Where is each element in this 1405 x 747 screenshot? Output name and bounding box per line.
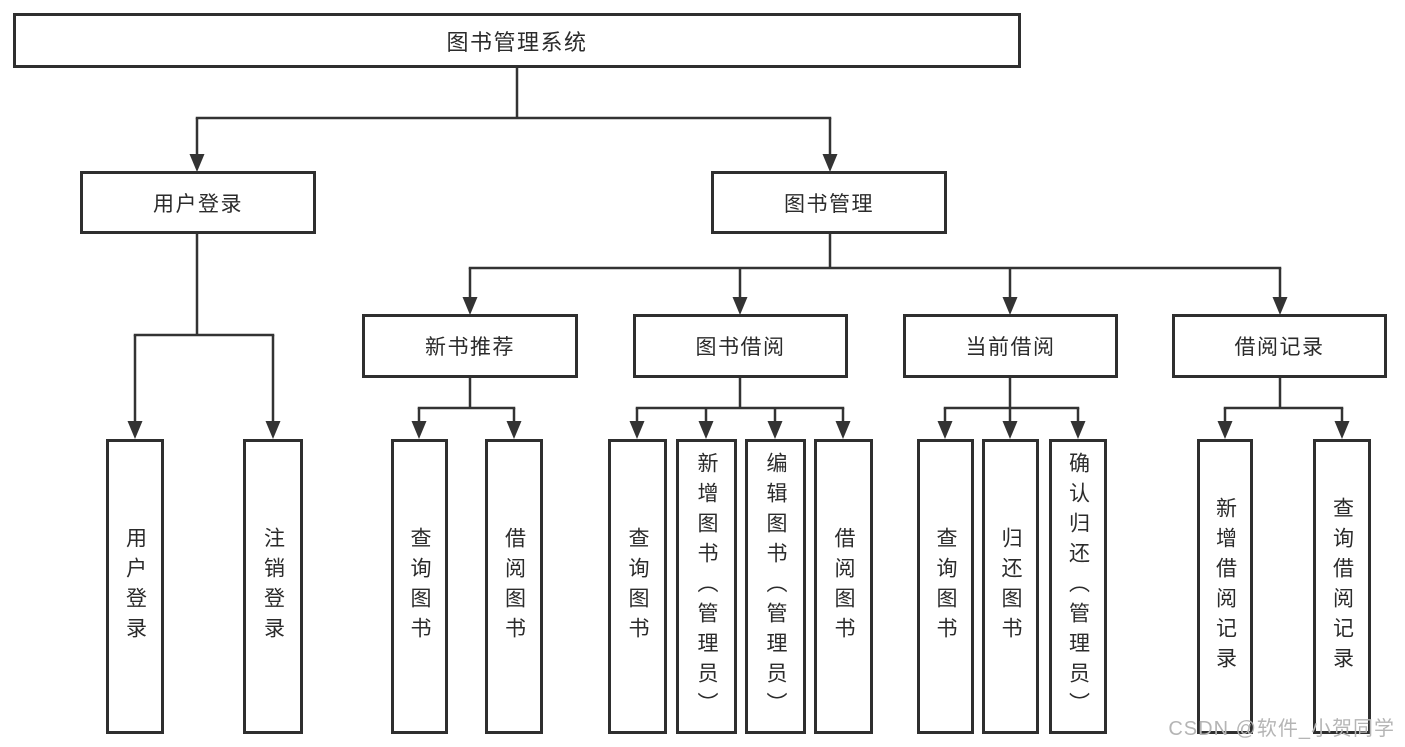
node-label: 新书推荐: [425, 336, 515, 359]
node-book-borrow: 图书借阅: [633, 314, 848, 378]
node-label: 借阅记录: [1234, 336, 1325, 359]
node-label: 图书管理: [784, 192, 874, 216]
watermark: CSDN @软件_小贺同学: [1168, 718, 1395, 740]
connector-book-mgmt-to-level3: [462, 234, 1288, 315]
leaf-current-query-books: 查询图书: [917, 439, 974, 734]
node-label: 注销登录: [261, 526, 285, 647]
node-label: 借阅图书: [832, 526, 855, 647]
connector-borrow-record-to-leaves: [1217, 378, 1350, 439]
leaf-logout: 注销登录: [243, 439, 303, 734]
leaf-recommend-borrow-books: 借阅图书: [485, 439, 543, 734]
connector-current-borrow-to-leaves: [937, 378, 1086, 439]
leaf-borrow-borrow-books: 借阅图书: [814, 439, 873, 734]
leaf-current-return-books: 归还图书: [982, 439, 1039, 734]
leaf-recommend-query-books: 查询图书: [391, 439, 448, 734]
node-book-management: 图书管理: [711, 171, 947, 234]
leaf-borrow-query-books: 查询图书: [608, 439, 667, 734]
node-root-library-system: 图书管理系统: [13, 13, 1021, 68]
node-user-login: 用户登录: [80, 171, 316, 234]
connector-user-login-to-leaves: [127, 234, 281, 439]
node-label: 编辑图书（管理员）: [764, 451, 787, 722]
leaf-record-query-borrow-record: 查询借阅记录: [1313, 439, 1371, 734]
node-label: 查询图书: [408, 526, 431, 647]
node-label: 查询图书: [626, 526, 649, 647]
node-label: 归还图书: [999, 526, 1022, 647]
node-new-book-recommend: 新书推荐: [362, 314, 578, 378]
leaf-borrow-add-books-admin: 新增图书（管理员）: [676, 439, 737, 734]
node-label: 借阅图书: [502, 526, 526, 647]
node-label: 查询借阅记录: [1330, 496, 1354, 677]
node-label: 确认归还（管理员）: [1066, 451, 1090, 722]
connector-root-to-level2: [189, 68, 838, 172]
leaf-record-add-borrow-record: 新增借阅记录: [1197, 439, 1253, 734]
node-label: 用户登录: [153, 192, 243, 216]
node-label: 图书借阅: [695, 336, 786, 359]
leaf-current-confirm-return-admin: 确认归还（管理员）: [1049, 439, 1107, 734]
connector-book-borrow-to-leaves: [629, 378, 851, 439]
node-label: 用户登录: [123, 526, 147, 647]
node-label: 查询图书: [934, 526, 957, 647]
node-label: 当前借阅: [965, 336, 1056, 359]
node-current-borrow: 当前借阅: [903, 314, 1118, 378]
node-label: 新增借阅记录: [1213, 496, 1237, 677]
node-label: 图书管理系统: [446, 29, 588, 55]
leaf-borrow-edit-books-admin: 编辑图书（管理员）: [745, 439, 806, 734]
node-label: 新增图书（管理员）: [695, 451, 718, 722]
connector-new-book-recommend-to-leaves: [411, 378, 522, 439]
leaf-user-login: 用户登录: [106, 439, 164, 734]
node-borrow-record: 借阅记录: [1172, 314, 1387, 378]
